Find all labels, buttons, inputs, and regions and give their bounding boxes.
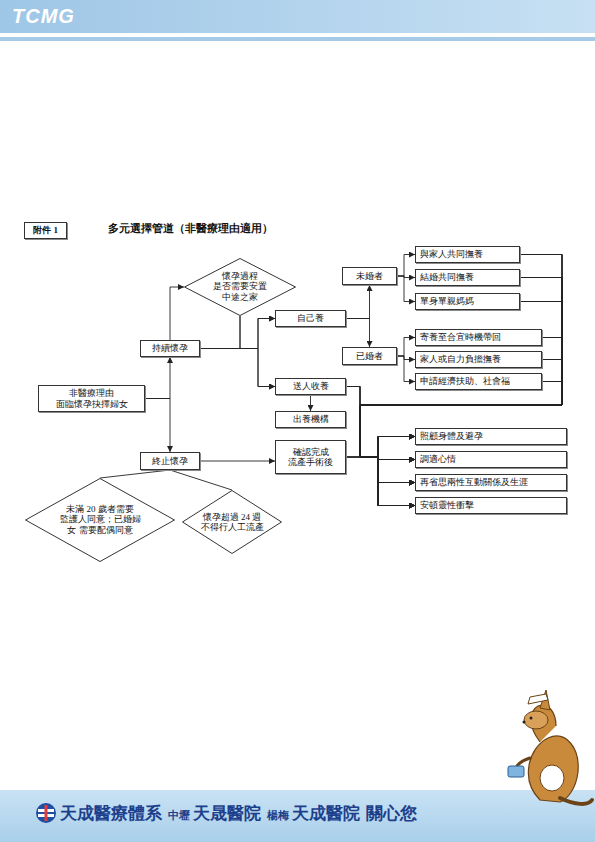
process-box: 寄養至合宜時機帶回 [415, 329, 542, 346]
process-box: 持續懷孕 [140, 340, 200, 357]
process-box: 申請經濟扶助、社會福 [415, 373, 542, 390]
process-box: 再省思兩性互動關係及生涯 [415, 474, 567, 491]
flow-connector [397, 356, 415, 382]
footer-logo-text: 天成醫院 [292, 802, 360, 825]
flow-connector [397, 338, 415, 357]
flow-connector [200, 319, 275, 349]
flow-connector [346, 457, 415, 506]
node-text: 附件 1 [33, 225, 58, 235]
footer-logo-text: 楊梅 [267, 808, 289, 823]
flow-connector [240, 316, 275, 387]
flow-connector [360, 255, 562, 483]
footer-logo-text: 關心您 [366, 802, 417, 825]
flow-connector [346, 437, 415, 458]
node-text: 持續懷孕 [152, 343, 188, 353]
node-text: 非醫療理由 面臨懷孕抉擇婦女 [43, 388, 140, 409]
footer-logo-text: 天成醫療體系 [60, 802, 162, 825]
flow-connector [360, 382, 562, 460]
process-box: 家人或自力負擔撫養 [415, 351, 542, 368]
flow-connector [170, 287, 184, 340]
node-text: 安頓靈性衝擊 [420, 500, 474, 510]
node-text: 寄養至合宜時機帶回 [420, 332, 501, 342]
flow-connector [397, 255, 415, 277]
process-box: 照顧身體及避孕 [415, 428, 567, 445]
flow-connector [346, 387, 415, 460]
flow-connector [346, 457, 415, 483]
flow-connector [346, 387, 415, 506]
flow-connector [397, 276, 415, 302]
appendix-tag: 附件 1 [24, 222, 67, 239]
node-text: 家人或自力負擔撫養 [420, 354, 501, 364]
node-text: 送人收養 [293, 381, 329, 391]
process-box: 非醫療理由 面臨懷孕抉擇婦女 [38, 385, 145, 412]
header-rule [0, 37, 595, 41]
flow-connector [346, 319, 370, 348]
node-text: 單身單親媽媽 [420, 296, 474, 306]
node-text: 自己養 [297, 313, 324, 323]
process-box: 終止懷孕 [140, 452, 200, 470]
process-box: 自己養 [275, 310, 346, 327]
flow-connector [360, 278, 562, 506]
flow-connector [200, 461, 275, 462]
node-text: 未滿 20 歲者需要 監護人同意；已婚婦 女 需要配偶同意 [57, 504, 143, 535]
flow-connector [346, 285, 370, 319]
flow-connector [310, 395, 311, 411]
flow-connector [346, 387, 415, 458]
node-text: 出養機構 [293, 414, 329, 424]
node-text: 再省思兩性互動關係及生涯 [420, 477, 528, 487]
process-box: 送人收養 [275, 378, 346, 395]
process-box: 已婚者 [342, 347, 397, 365]
process-box: 結婚共同撫養 [415, 269, 520, 286]
flow-connector [346, 387, 415, 483]
flow-connector [100, 470, 170, 478]
node-text: 結婚共同撫養 [420, 272, 474, 282]
decision-diamond: 懷孕超過 24 週 不得行人工流產 [182, 490, 282, 554]
kangaroo-nurse [508, 690, 592, 804]
process-box: 出養機構 [275, 411, 346, 428]
header-brand: TCMG [12, 5, 75, 28]
process-box: 與家人共同撫養 [415, 246, 520, 263]
flow-connector [145, 357, 170, 399]
node-text: 與家人共同撫養 [420, 249, 483, 259]
flow-connector [240, 316, 275, 349]
node-text: 申請經濟扶助、社會福 [420, 376, 510, 386]
node-text: 終止懷孕 [152, 456, 188, 466]
process-box: 單身單親媽媽 [415, 293, 520, 310]
process-box: 調適心情 [415, 451, 567, 468]
footer-logo-text: 天晟醫院 [193, 802, 261, 825]
node-text: 照顧身體及避孕 [420, 431, 483, 441]
decision-diamond: 懷孕過程 是否需要安置 中途之家 [184, 258, 296, 316]
node-text: 調適心情 [420, 454, 456, 464]
process-box: 確認完成 流產手術後 [275, 440, 346, 474]
flow-connector [360, 382, 562, 458]
process-box: 安頓靈性衝擊 [415, 497, 567, 514]
node-text: 未婚者 [356, 271, 383, 281]
flow-connector [397, 356, 415, 360]
footer-logo-text: 中壢 [168, 808, 190, 823]
decision-diamond: 未滿 20 歲者需要 監護人同意；已婚婦 女 需要配偶同意 [25, 478, 175, 562]
flow-connector [200, 349, 275, 387]
logo-icon [36, 803, 56, 823]
node-text: 已婚者 [356, 351, 383, 361]
node-text: 懷孕超過 24 週 不得行人工流產 [195, 512, 269, 533]
process-box: 未婚者 [342, 267, 397, 285]
node-text: 懷孕過程 是否需要安置 中途之家 [208, 271, 272, 302]
header-band [0, 0, 595, 33]
node-text: 確認完成 流產手術後 [280, 447, 341, 468]
footer-band [0, 790, 595, 842]
flow-connector [170, 470, 232, 490]
diagram-title: 多元選擇管道（非醫療理由適用） [108, 222, 273, 236]
flow-connector [145, 399, 170, 453]
